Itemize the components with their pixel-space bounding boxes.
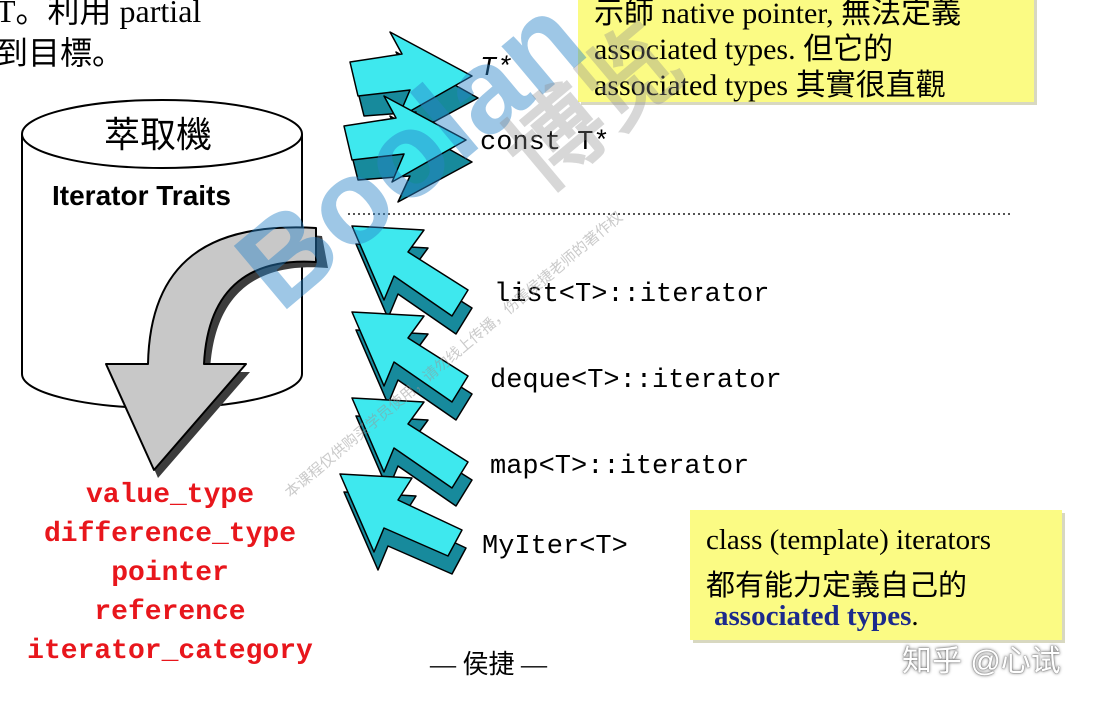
- top-note: 示師 native pointer, 無法定義 associated types…: [578, 0, 1034, 102]
- associated-type-category: iterator_category: [27, 636, 313, 667]
- bottom-note-line-1: class (template) iterators: [706, 524, 992, 556]
- iterator-type-const-pointer: const T*: [480, 128, 610, 158]
- associated-type-value: value_type: [85, 480, 255, 511]
- intro-line-1: T。利用 partial: [0, 0, 202, 29]
- iterator-type-list: list<T>::iterator: [494, 280, 770, 310]
- iterator-type-deque: deque<T>::iterator: [490, 366, 782, 396]
- intro-line-2: 到目標。: [0, 35, 125, 71]
- extractor-label: Iterator Traits: [52, 180, 231, 211]
- top-note-line-2: associated types. 但它的: [594, 33, 894, 66]
- bottom-note-period: .: [911, 600, 919, 632]
- credit-text: 知乎 @心试: [902, 645, 1061, 678]
- top-note-line-1: 示師 native pointer, 無法定義: [594, 0, 962, 30]
- author-signature: — 侯捷 —: [430, 650, 548, 679]
- iterator-type-pointer: T*: [480, 54, 513, 84]
- iterator-type-map: map<T>::iterator: [490, 452, 750, 482]
- extractor-title: 萃取機: [104, 115, 213, 155]
- associated-types-list: value_type difference_type pointer refer…: [0, 476, 340, 671]
- associated-type-difference: difference_type: [43, 519, 297, 550]
- output-arrow-icon: [105, 226, 328, 478]
- associated-type-reference: reference: [94, 597, 246, 628]
- bottom-note: class (template) iterators 都有能力定義自己的 ass…: [690, 510, 1062, 640]
- associated-type-pointer: pointer: [111, 558, 229, 589]
- bottom-note-emphasis: associated types: [714, 600, 912, 632]
- iterator-type-myiter: MyIter<T>: [482, 532, 628, 562]
- extractor-cylinder: [21, 99, 303, 409]
- arrow-icon-const-pointer: [343, 95, 473, 203]
- bottom-note-line-3: associated types.: [714, 600, 919, 633]
- bottom-note-line-2: 都有能力定義自己的: [706, 570, 968, 602]
- arrow-icon-deque-iterator: [351, 311, 473, 421]
- arrow-icon-myiter: [339, 473, 467, 575]
- top-note-line-3: associated types 其實很直觀: [594, 69, 946, 102]
